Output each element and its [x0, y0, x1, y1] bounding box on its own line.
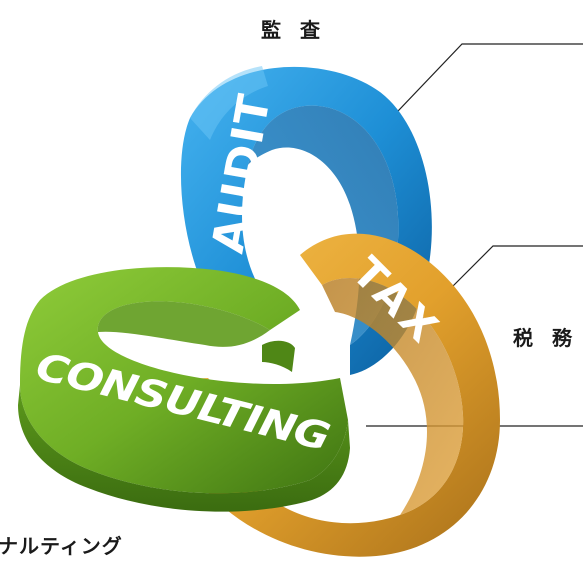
consulting-label: ナルティング	[0, 534, 123, 558]
consulting-ring: CONSULTING	[18, 267, 350, 512]
tax-label: 税 務	[513, 326, 578, 350]
leader-line-audit	[377, 43, 583, 133]
audit-label: 監 査	[261, 18, 326, 42]
leader-line-tax	[435, 245, 583, 304]
